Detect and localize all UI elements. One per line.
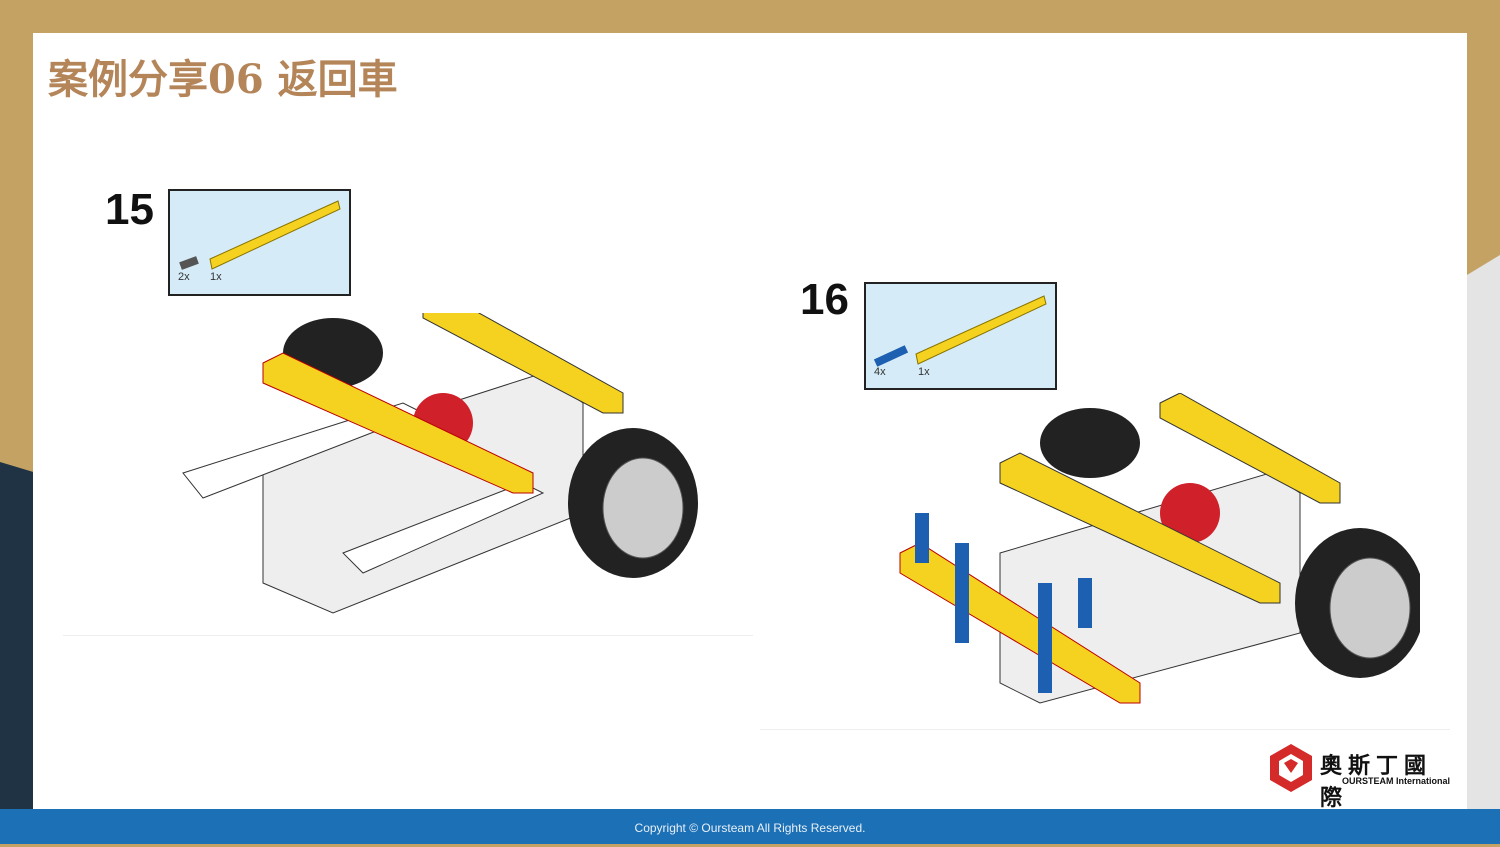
step-16-panel: 16 4x 1x [760,243,1450,730]
step-number: 16 [800,275,849,324]
logo-mark-icon [1270,744,1312,792]
parts-illustration [179,200,341,270]
model-illustration [182,313,698,614]
part-qty: 4x [874,366,886,378]
parts-callout: 2x 1x [168,189,351,296]
logo-text-cn: 奧斯丁國際 [1320,753,1433,810]
part-qty: 1x [210,271,222,283]
step-15-panel: 15 2x 1x [63,153,753,636]
step-number: 15 [105,185,154,234]
company-logo: 奧斯丁國際 OURSTEAM International [1268,742,1458,810]
part-qty: 1x [918,366,930,378]
slide: 案例分享06 返回車 15 2x 1x 16 [33,33,1467,809]
footer-copyright: Copyright © Oursteam All Rights Reserved… [0,809,1500,844]
parts-illustration [873,295,1047,367]
part-qty: 2x [178,271,190,283]
model-illustration [899,393,1420,704]
page-title: 案例分享06 返回車 [48,56,398,103]
logo-text-en: OURSTEAM International [1342,776,1451,786]
parts-callout: 4x 1x [864,282,1057,390]
